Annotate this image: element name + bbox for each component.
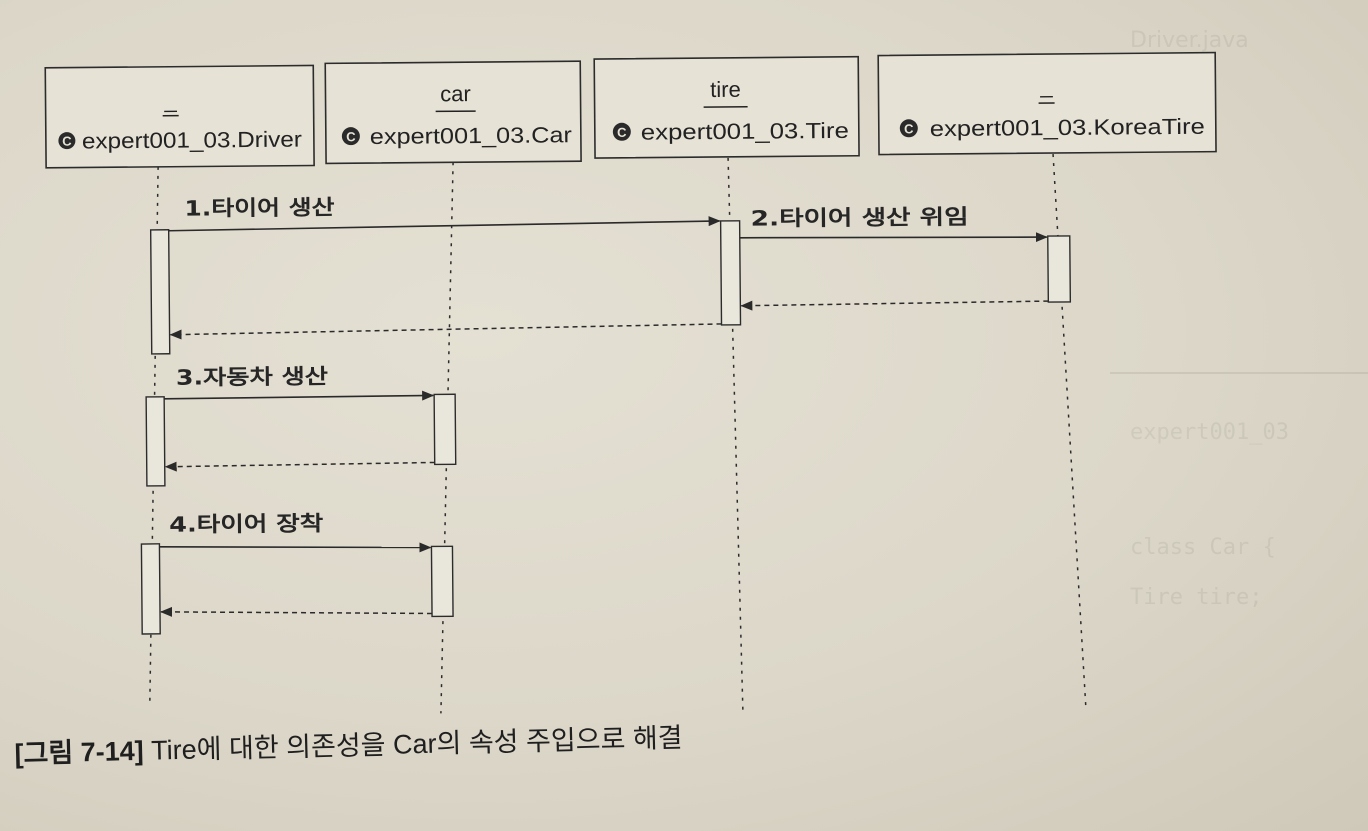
activation-bar-tire-1: [719, 220, 742, 326]
object-type: expert001_03.Driver: [82, 127, 302, 154]
svg-text:C: C: [904, 121, 914, 136]
object-box-koreatire: _ C expert001_03.KoreaTire: [877, 51, 1217, 156]
object-name: tire: [710, 77, 741, 102]
message-arrow-1: [168, 216, 721, 232]
svg-text:C: C: [346, 129, 356, 144]
bleed-through-text: Tire tire;: [1130, 585, 1263, 610]
bleed-through-text: class Car {: [1130, 535, 1276, 560]
bleed-through-text: expert001_03: [1130, 420, 1289, 445]
activation-bar-driver-3: [140, 543, 161, 635]
message-label-1: 1.타이어 생산: [184, 195, 334, 220]
activation-bar-car-2: [430, 545, 454, 618]
message-label-4: 4.타이어 장착: [169, 511, 323, 536]
return-arrow-4: [160, 606, 433, 617]
figure-number: [그림 7-14]: [14, 735, 145, 769]
object-box-tire: tire C expert001_03.Tire: [593, 55, 860, 159]
class-icon: C: [612, 122, 631, 141]
sequence-diagram: _ C expert001_03.Driver car C expert001_…: [44, 51, 1217, 714]
message-label-3: 3.자동차 생산: [176, 364, 328, 389]
lifeline-car: [440, 162, 454, 714]
svg-text:C: C: [617, 125, 627, 140]
object-name: _: [163, 88, 177, 113]
activation-bar-driver-1: [149, 229, 171, 355]
message-label-2: 2.타이어 생산 위임: [750, 205, 968, 231]
activation-bar-koreatire-1: [1047, 235, 1072, 303]
object-type: expert001_03.Tire: [641, 118, 849, 145]
message-arrow-4: [159, 542, 432, 553]
class-icon: C: [899, 119, 918, 138]
object-type: expert001_03.Car: [370, 122, 572, 149]
return-arrow-2: [740, 300, 1049, 311]
object-box-car: car C expert001_03.Car: [324, 60, 582, 165]
class-icon: C: [58, 132, 76, 150]
object-type: expert001_03.KoreaTire: [930, 114, 1205, 141]
activation-bar-driver-2: [145, 396, 166, 487]
class-icon: C: [341, 127, 360, 146]
return-arrow-1: [169, 323, 722, 340]
object-name: _: [1039, 73, 1053, 98]
object-box-driver: _ C expert001_03.Driver: [44, 64, 315, 169]
svg-text:C: C: [62, 134, 72, 149]
activation-bar-car-1: [433, 393, 457, 466]
message-arrow-3: [164, 390, 435, 401]
bleed-through-text: Driver.java: [1130, 28, 1249, 53]
object-name: car: [440, 81, 471, 106]
message-arrow-2: [739, 232, 1048, 243]
bleed-through-rule: [1110, 372, 1368, 374]
return-arrow-3: [164, 461, 435, 472]
